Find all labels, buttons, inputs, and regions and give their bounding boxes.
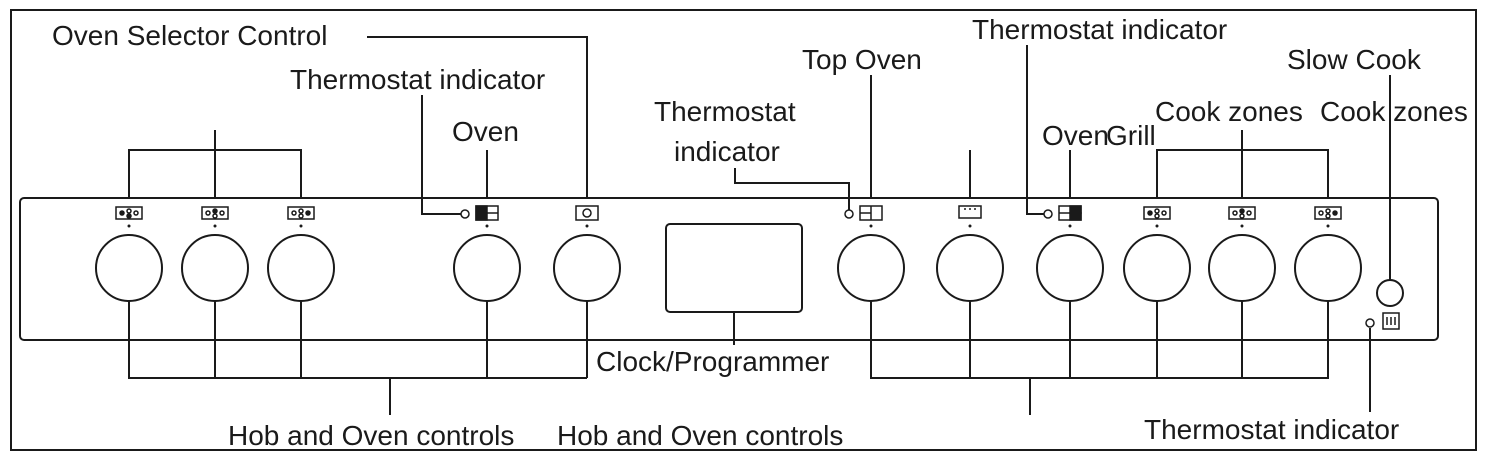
hob-knob-1[interactable] <box>95 234 163 302</box>
label-hob-oven-controls-1: Hob and Oven controls <box>228 420 515 451</box>
oven-selector-knob[interactable] <box>553 234 621 302</box>
label-clock-programmer: Clock/Programmer <box>596 346 830 377</box>
main-oven-icon <box>1058 205 1082 221</box>
thermostat-indicator-lamp-slow-cook <box>1365 318 1375 328</box>
knob-icons <box>115 205 1400 330</box>
leader-lines <box>128 36 1391 415</box>
hob-zone-icon <box>115 206 143 220</box>
top-oven-knob[interactable] <box>837 234 905 302</box>
outer-frame <box>10 9 1477 451</box>
label-cook-zones-2: Cook zones <box>1320 96 1468 127</box>
clock-programmer-display <box>665 223 803 313</box>
control-panel <box>19 197 1439 341</box>
label-oven-right: Oven <box>1042 120 1109 151</box>
grill-icon <box>958 205 982 219</box>
oven-selector-icon <box>575 205 599 221</box>
oven-icon <box>475 205 499 221</box>
label-thermostat-indicator-bottom-right: Thermostat indicator <box>1144 414 1400 445</box>
hob-zone-icon <box>1314 206 1342 220</box>
icon-dots <box>127 224 1330 228</box>
knobs <box>95 234 1404 307</box>
hob-zone-icon <box>1228 206 1256 220</box>
top-oven-icon <box>859 205 883 221</box>
label-thermostat-indicator-top-right: Thermostat indicator <box>972 14 1228 45</box>
hob-knob-4[interactable] <box>1123 234 1191 302</box>
slow-cook-icon <box>1382 312 1400 330</box>
slow-cook-button[interactable] <box>1376 279 1404 307</box>
hob-knob-3[interactable] <box>267 234 335 302</box>
label-grill: Grill <box>1106 120 1156 151</box>
oven-thermostat-knob[interactable] <box>453 234 521 302</box>
hob-zone-icon <box>1143 206 1171 220</box>
main-oven-knob[interactable] <box>1036 234 1104 302</box>
thermostat-indicator-lamp-oven <box>460 209 470 219</box>
thermostat-indicator-lamp-top-oven <box>844 209 854 219</box>
label-cook-zones-1: Cook zones <box>1155 96 1303 127</box>
label-thermostat-indicator-mid-line1: Thermostat <box>654 96 796 127</box>
label-thermostat-indicator-mid-line2: indicator <box>674 136 780 167</box>
label-top-oven: Top Oven <box>802 44 922 75</box>
thermostat-indicator-lamp-main-oven <box>1043 209 1053 219</box>
label-slow-cook: Slow Cook <box>1287 44 1421 75</box>
hob-knob-6[interactable] <box>1294 234 1362 302</box>
label-oven-selector-control: Oven Selector Control <box>52 20 328 51</box>
grill-knob[interactable] <box>936 234 1004 302</box>
hob-zone-icon <box>287 206 315 220</box>
hob-zone-icon <box>201 206 229 220</box>
label-oven: Oven <box>452 116 519 147</box>
label-thermostat-indicator-left: Thermostat indicator <box>290 64 546 95</box>
hob-knob-5[interactable] <box>1208 234 1276 302</box>
label-hob-oven-controls-2: Hob and Oven controls <box>557 420 844 451</box>
hob-knob-2[interactable] <box>181 234 249 302</box>
